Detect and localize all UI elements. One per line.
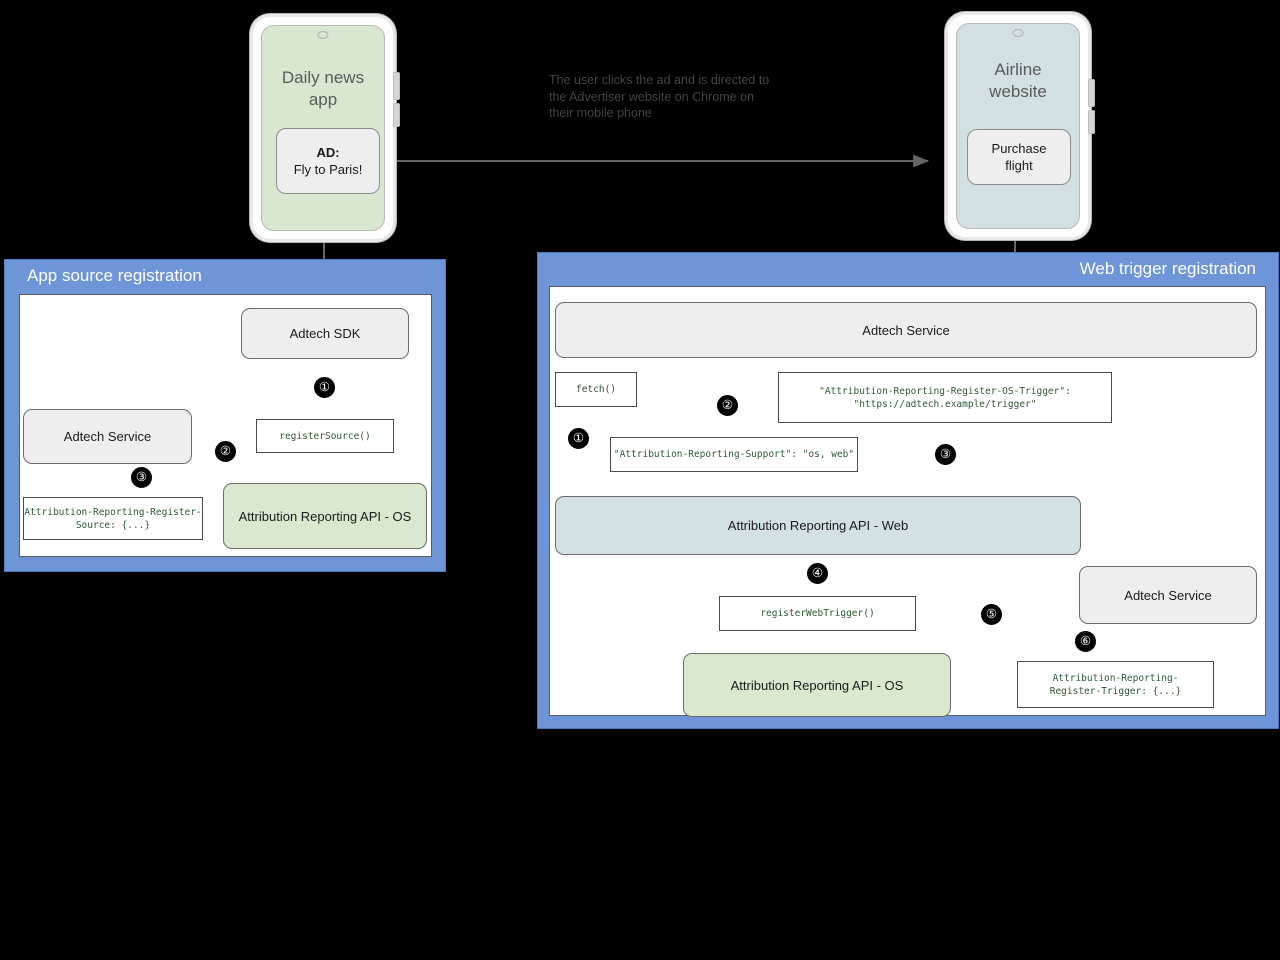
step-badge-right-3: ③ [935, 444, 956, 465]
flow-caption: The user clicks the ad and is directed t… [549, 72, 809, 122]
node-api-web-label: Attribution Reporting API - Web [727, 518, 909, 533]
step-badge-right-4: ④ [807, 563, 828, 584]
ad-card-label: AD: [316, 145, 340, 160]
advertiser-phone-title-line1: Airline [994, 60, 1042, 79]
node-left-adtech-service[interactable]: Adtech Service [23, 409, 192, 464]
advertiser-phone: Airline website Purchase flight [945, 12, 1095, 240]
node-left-adtech-service-label: Adtech Service [63, 429, 152, 444]
publisher-phone-title: Daily news app [253, 67, 393, 111]
step-badge-left-1: ① [314, 377, 335, 398]
ad-card[interactable]: AD: Fly to Paris! [276, 128, 380, 194]
purchase-flight-line2: flight [1005, 158, 1033, 173]
panel-right-title: Web trigger registration [1079, 259, 1256, 278]
codebox-register-os-trigger-text: "Attribution-Reporting-Register-OS-Trigg… [819, 385, 1071, 410]
ad-card-text: Fly to Paris! [293, 162, 363, 177]
node-right-adtech-service-bottom-label: Adtech Service [1124, 587, 1212, 603]
codebox-register-trigger-header: Attribution-Reporting- Register-Trigger:… [1017, 661, 1214, 708]
node-api-web[interactable]: Attribution Reporting API - Web [555, 496, 1081, 555]
node-adtech-sdk[interactable]: Adtech SDK [241, 308, 409, 359]
codebox-register-source-header-text: Attribution-Reporting-Register- Source: … [24, 506, 202, 531]
phone-power-button [393, 103, 400, 127]
codebox-fetch-text: fetch() [575, 384, 617, 395]
purchase-flight-line1: Purchase [991, 141, 1047, 156]
codebox-attribution-reporting-support-text: "Attribution-Reporting-Support": "os, we… [613, 449, 855, 460]
purchase-flight-card[interactable]: Purchase flight [967, 129, 1071, 185]
node-left-api-os-label: Attribution Reporting API - OS [238, 508, 412, 524]
node-right-adtech-service-bottom[interactable]: Adtech Service [1079, 566, 1257, 624]
node-adtech-sdk-label: Adtech SDK [289, 326, 361, 341]
codebox-attribution-reporting-support: "Attribution-Reporting-Support": "os, we… [610, 437, 858, 472]
flow-caption-line1: The user clicks the ad and is directed t… [549, 73, 770, 87]
publisher-phone: Daily news app AD: Fly to Paris! [250, 14, 400, 242]
publisher-phone-title-line1: Daily news [281, 68, 365, 87]
codebox-register-os-trigger: "Attribution-Reporting-Register-OS-Trigg… [778, 372, 1112, 423]
step-badge-left-3: ③ [131, 467, 152, 488]
step-badge-right-5: ⑤ [981, 604, 1002, 625]
step-badge-right-6: ⑥ [1075, 631, 1096, 652]
phone-volume-button [1088, 79, 1095, 107]
node-left-api-os[interactable]: Attribution Reporting API - OS [223, 483, 427, 549]
codebox-register-web-trigger-text: registerWebTrigger() [760, 608, 875, 619]
codebox-register-web-trigger: registerWebTrigger() [719, 596, 916, 631]
step-badge-left-2: ② [215, 441, 236, 462]
advertiser-phone-title: Airline website [948, 59, 1088, 103]
codebox-fetch: fetch() [555, 372, 637, 407]
publisher-phone-title-line2: app [308, 90, 338, 109]
node-right-adtech-service-top-label: Adtech Service [862, 322, 950, 338]
codebox-register-trigger-header-text: Attribution-Reporting- Register-Trigger:… [1049, 672, 1182, 697]
step-badge-right-1: ① [568, 428, 589, 449]
advertiser-phone-title-line2: website [989, 82, 1047, 101]
node-right-api-os[interactable]: Attribution Reporting API - OS [683, 653, 951, 717]
flow-caption-line2: the Advertiser website on Chrome on [549, 89, 754, 104]
node-right-api-os-label: Attribution Reporting API - OS [730, 677, 904, 693]
phone-power-button [1088, 110, 1095, 134]
flow-caption-line3: their mobile phone [549, 106, 652, 120]
phone-camera-icon [317, 31, 329, 39]
phone-volume-button [393, 72, 400, 100]
node-right-adtech-service-top[interactable]: Adtech Service [555, 302, 1257, 358]
advertiser-phone-screen [956, 23, 1080, 229]
codebox-register-source-text: registerSource() [279, 430, 371, 442]
panel-left-title: App source registration [27, 266, 202, 285]
phone-camera-icon [1012, 29, 1024, 37]
codebox-register-source: registerSource() [256, 419, 394, 453]
codebox-register-source-header: Attribution-Reporting-Register- Source: … [23, 497, 203, 540]
step-badge-right-2: ② [717, 395, 738, 416]
